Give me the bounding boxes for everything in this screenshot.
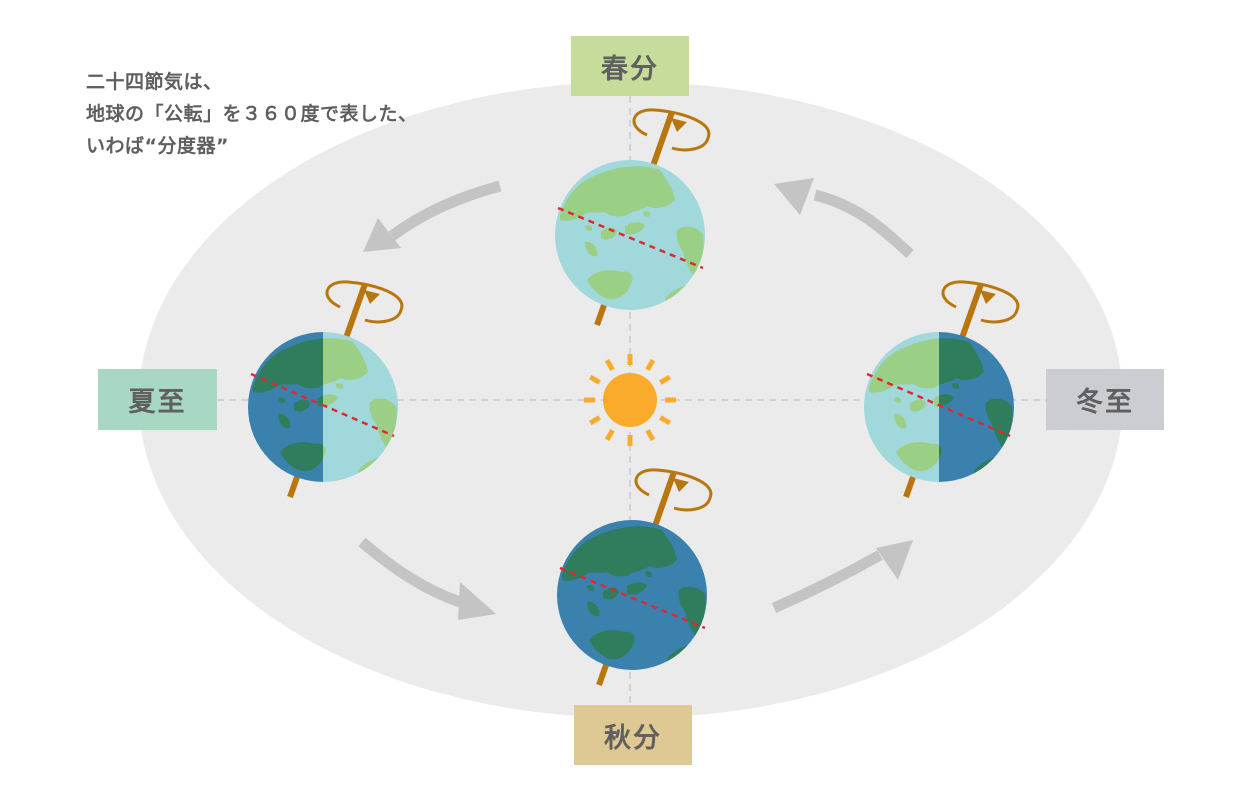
spring-equinox-text: 春分 <box>601 53 659 85</box>
earth-icon <box>248 332 398 482</box>
earth-icon <box>555 160 705 310</box>
sun-rays <box>584 354 676 446</box>
sun-disc <box>603 373 657 427</box>
orbit-arrows <box>358 178 914 620</box>
earth-winter <box>864 280 1020 498</box>
winter-solstice-text: 冬至 <box>1076 387 1134 418</box>
spring-equinox-label: 春分 <box>571 36 689 96</box>
earth-autumn <box>557 468 713 686</box>
intro-line: 二十四節気は、 <box>86 71 223 93</box>
earth-spring <box>555 108 711 326</box>
earth-icon <box>864 332 1014 482</box>
orbit-arrow-icon <box>363 180 502 252</box>
equator-line <box>866 372 1011 438</box>
intro-line: 地球の「公転」を３６０度で表した、 <box>86 103 418 125</box>
equator-line <box>557 206 704 270</box>
sun-icon <box>584 354 676 446</box>
autumn-equinox-text: 秋分 <box>604 722 662 754</box>
rotation-arrow-icon <box>325 280 404 324</box>
equator-line <box>559 566 706 630</box>
winter-solstice-label: 冬至 <box>1046 369 1164 430</box>
rotation-arrow-icon <box>634 468 713 512</box>
orbit-arrow-icon <box>358 537 496 620</box>
rotation-arrow-icon <box>941 280 1020 324</box>
rotation-arrow-icon <box>632 108 711 152</box>
orbit-arrow-icon <box>774 178 914 259</box>
orbit-arrow-icon <box>771 540 913 614</box>
earth-icon <box>557 520 707 670</box>
summer-solstice-text: 夏至 <box>128 387 187 418</box>
autumn-equinox-label: 秋分 <box>574 705 692 765</box>
intro-text: 二十四節気は、 地球の「公転」を３６０度で表した、 いわば“分度器” <box>86 66 418 162</box>
summer-solstice-label: 夏至 <box>98 369 217 430</box>
equator-line <box>250 372 395 438</box>
intro-line: いわば“分度器” <box>86 135 229 157</box>
